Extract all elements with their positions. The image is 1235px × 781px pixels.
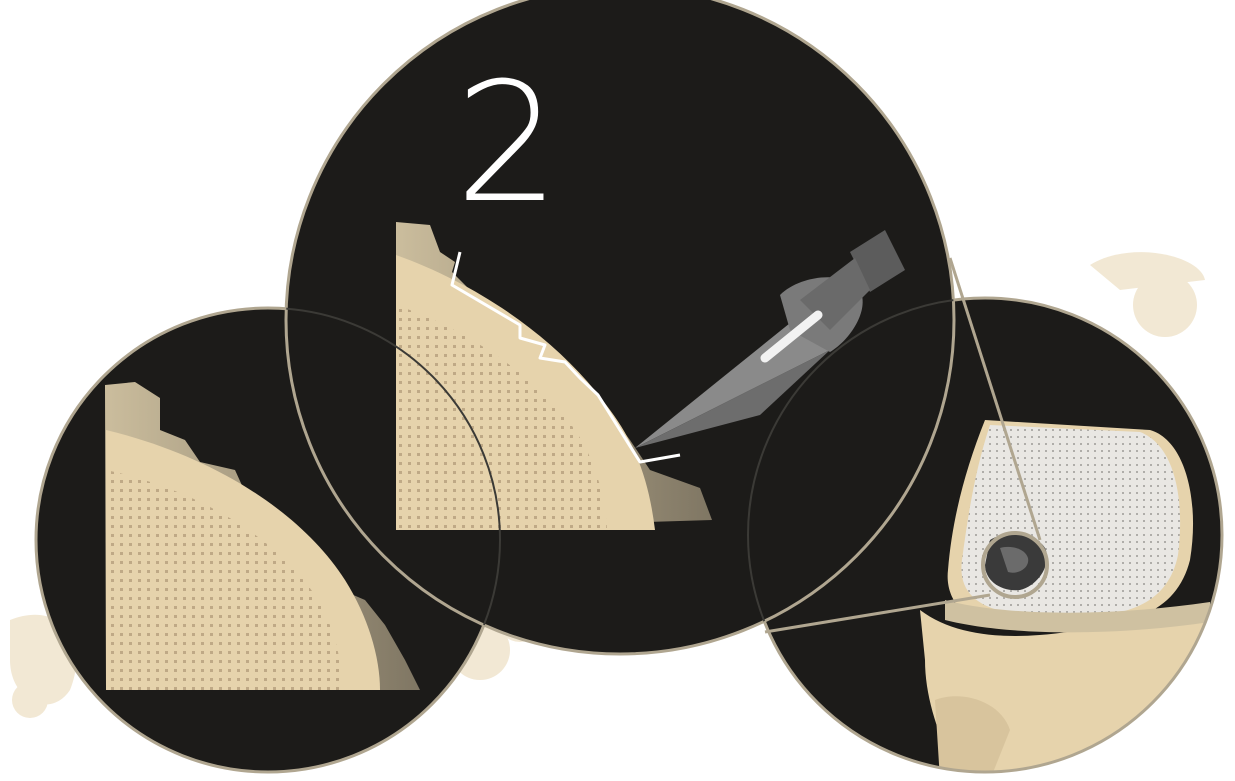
step-number: 2 xyxy=(455,47,560,239)
cartilage-mesh xyxy=(961,425,1180,615)
middle-circle-debridement: 2 xyxy=(286,0,954,654)
